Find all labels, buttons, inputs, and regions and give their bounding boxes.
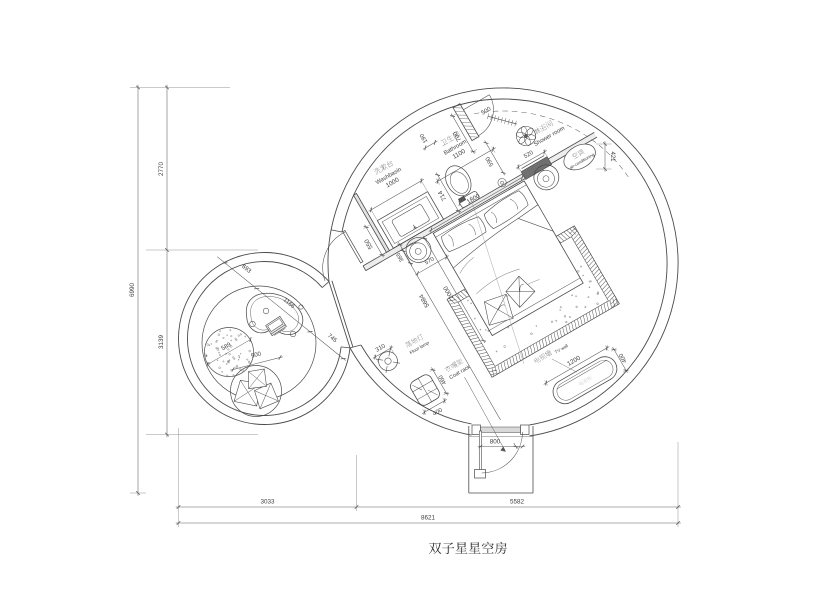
label-washbasin_depth: 550 bbox=[363, 237, 375, 250]
shower-room bbox=[463, 94, 553, 188]
label-stool_clearance: 570 bbox=[424, 256, 435, 266]
door-handle-block bbox=[474, 469, 486, 479]
passage-door-arc bbox=[322, 231, 346, 282]
main-room-interior: 洗漱台 Washbasin 1000 550 卫生间 Bathroom 1100… bbox=[352, 94, 629, 450]
label-rack_depth: 400 bbox=[432, 407, 444, 418]
door-jamb-right bbox=[520, 424, 530, 435]
label-rack-cn bbox=[444, 358, 464, 372]
pillow-basket bbox=[230, 365, 282, 417]
label-partition_length: 700 bbox=[452, 130, 464, 143]
desk-dot bbox=[289, 330, 297, 338]
label-main_width: 5582 bbox=[510, 499, 525, 506]
ac-unit bbox=[563, 143, 596, 171]
bed-cushion bbox=[505, 275, 536, 308]
washbasin-tap bbox=[412, 224, 417, 230]
label-rack_length: 460 bbox=[438, 373, 449, 385]
label-stool_offset: 365 bbox=[396, 251, 406, 262]
washbasin-counter bbox=[376, 191, 445, 249]
pillow bbox=[483, 190, 529, 230]
label-total_height: 6990 bbox=[129, 283, 136, 298]
door-jamb-left bbox=[471, 424, 481, 435]
bed-cushion bbox=[484, 293, 514, 326]
entry-leader bbox=[464, 376, 506, 452]
label-entry_door_width: 800 bbox=[490, 439, 501, 446]
label-shower_door: 500 bbox=[481, 106, 493, 117]
toilet-tank bbox=[458, 191, 480, 208]
floor-drain bbox=[497, 178, 507, 188]
ceiling-dashed-line bbox=[473, 110, 630, 179]
floor-lamp bbox=[376, 349, 400, 373]
label-bathroom-cn bbox=[440, 131, 461, 147]
label-lamp_diameter: 310 bbox=[375, 343, 387, 354]
small-room-outer-wall bbox=[178, 252, 351, 425]
label-ac_depth: 421 bbox=[609, 151, 615, 162]
bed bbox=[432, 180, 584, 337]
label-shower-cn bbox=[532, 120, 554, 136]
bedside-stool-left bbox=[405, 237, 432, 263]
label-total_width: 8621 bbox=[421, 515, 436, 522]
pillow bbox=[441, 216, 487, 253]
label-washbasin-cn bbox=[373, 161, 394, 175]
shower-drain bbox=[515, 126, 537, 146]
laptop bbox=[265, 315, 287, 337]
desk-dot bbox=[249, 320, 256, 328]
dotted-stool bbox=[204, 327, 254, 378]
duvet-fold bbox=[517, 204, 554, 232]
passage-door bbox=[322, 230, 364, 282]
entrance-porch: 800 bbox=[464, 376, 534, 494]
label-tvwall-cn bbox=[533, 350, 552, 363]
outer-dimensions: 6990 2770 3139 3033 5582 8621 bbox=[129, 84, 681, 527]
door-sill bbox=[480, 426, 521, 433]
shower-bench bbox=[520, 156, 553, 180]
desk-dim-chain bbox=[216, 256, 346, 361]
label-en: TV wall bbox=[554, 343, 569, 355]
bedside-stool-right bbox=[533, 164, 560, 191]
entry-door-leaf bbox=[478, 430, 482, 475]
label-upper_height: 2770 bbox=[158, 162, 165, 177]
entry-door-arc bbox=[481, 431, 523, 474]
paper-holder bbox=[458, 195, 467, 206]
small-room-inner-wall bbox=[187, 261, 342, 416]
label-ac-cn bbox=[571, 148, 585, 160]
label-lounge_height: 3139 bbox=[158, 335, 165, 350]
strip-end-wall bbox=[352, 192, 391, 253]
label-pillow-basket: 500 bbox=[251, 351, 263, 359]
label-desk_seg_3: 745 bbox=[326, 333, 338, 344]
desk-dot bbox=[262, 307, 270, 315]
duvet-edge bbox=[453, 218, 519, 269]
label-shower_gap: 590 bbox=[485, 155, 496, 167]
label-toilet_width: 714 bbox=[437, 189, 449, 202]
label-tv_depth: 400 bbox=[618, 352, 629, 364]
desk-dot bbox=[298, 304, 304, 310]
label-desk_seg_1: 693 bbox=[240, 264, 252, 275]
kidney-desk bbox=[245, 292, 304, 336]
coat-rack bbox=[410, 374, 440, 406]
label-towel_bar: 520 bbox=[523, 150, 534, 160]
shower-screen bbox=[487, 113, 517, 127]
toilet bbox=[445, 165, 480, 208]
label-bathroom_offset: 190 bbox=[419, 132, 429, 143]
label-lounge_width: 3033 bbox=[260, 499, 275, 506]
leader-line bbox=[469, 195, 525, 365]
label-stool-diameter: 589 bbox=[221, 342, 233, 353]
